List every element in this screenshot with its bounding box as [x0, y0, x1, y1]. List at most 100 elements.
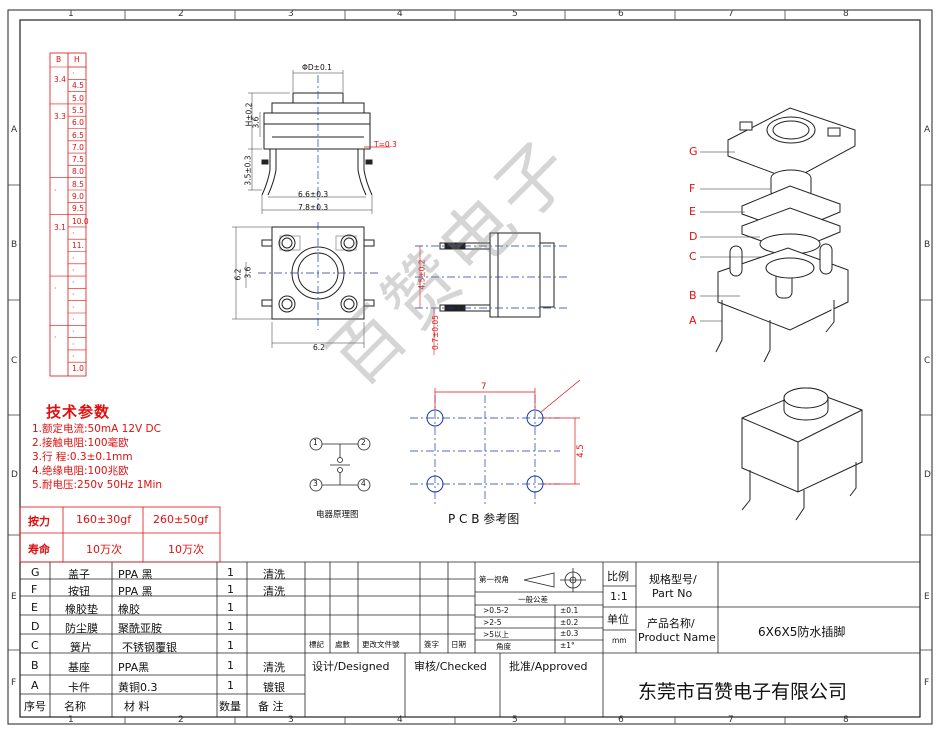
zone-top-2: 2 [178, 9, 184, 19]
size-table-h-cell: 7.5 [72, 155, 84, 165]
rev-col-count: 處數 [335, 640, 350, 649]
part-label-f: F [689, 182, 696, 195]
tech-param-5: 5.耐电压:250v 50Hz 1Min [32, 479, 163, 491]
part-no-label-cn: 规格型号/ [649, 573, 697, 586]
bom-name-b: 基座 [68, 661, 90, 674]
bom-id-c: C [31, 639, 39, 652]
bom-footer-note: 备 注 [258, 700, 284, 713]
pcb-dim-height: 4.5 [575, 444, 586, 458]
zone-left-d: D [11, 470, 18, 480]
zone-right-c: C [924, 356, 931, 366]
size-table-b-cell: · [54, 185, 57, 195]
bom-mat-b: PPA黑 [118, 661, 150, 674]
product-name-label-cn: 产品名称/ [647, 617, 695, 630]
zone-top-8: 8 [843, 9, 849, 19]
size-table-h-cell: · [72, 228, 75, 238]
zone-top-7: 7 [728, 9, 734, 19]
force-value-b: 260±50gf [153, 513, 209, 526]
bom-id-e: E [31, 601, 38, 614]
bom-id-b: B [31, 659, 39, 672]
part-no-label-en: Part No [652, 587, 693, 600]
zone-bottom-6: 6 [618, 715, 624, 725]
zone-right-d: D [924, 470, 931, 480]
size-table-h-cell: 5.0 [72, 93, 84, 103]
dim-phi-d: ΦD±0.1 [302, 63, 332, 72]
product-name: 6X6X5防水插脚 [758, 625, 846, 639]
checked-label: 审核/Checked [414, 660, 487, 673]
tol-range-1: >0.5-2 [483, 606, 509, 615]
bom-id-d: D [31, 620, 40, 633]
zone-top-5: 5 [512, 9, 518, 19]
bom-name-g: 盖子 [68, 568, 90, 581]
dim-w-inner: 6.6±0.3 [298, 190, 329, 199]
bom-mat-c: 不锈钢覆银 [122, 641, 177, 654]
dim-side-small: 3.6 [243, 266, 253, 279]
bom-id-g: G [31, 566, 40, 579]
company-name: 东莞市百赞电子有限公司 [638, 681, 848, 703]
tech-param-3: 3.行 程:0.3±0.1mm [32, 451, 133, 463]
life-value-a: 10万次 [86, 543, 122, 556]
size-table-b-cell: 3.4 [54, 75, 66, 84]
bom-footer-qty: 数量 [219, 700, 241, 713]
bom-mat-a: 黄铜0.3 [118, 681, 158, 694]
dim-w-outer: 7.8±0.3 [298, 203, 329, 212]
first-angle-label: 第一视角 [479, 575, 509, 584]
tech-params-title: 技术参数 [46, 403, 111, 421]
bom-note-a: 镀银 [263, 681, 285, 694]
tech-param-4: 4.绝缘电阻:100兆欧 [32, 465, 129, 477]
unit-label: 单位 [607, 613, 629, 626]
size-table-h-cell: · [72, 315, 75, 324]
zone-left-a: A [11, 125, 18, 135]
size-table-h-cell: 1.0 [72, 364, 84, 374]
zone-left-c: C [11, 356, 18, 366]
zone-bottom-5: 5 [512, 715, 518, 725]
bom-footer-id: 序号 [24, 700, 46, 713]
life-value-b: 10万次 [168, 543, 204, 556]
bom-qty-f: 1 [227, 583, 234, 596]
size-table-h-cell: 10.0 [72, 216, 89, 226]
rev-col-sign: 簽字 [424, 640, 439, 649]
size-table-h-cell: · [72, 253, 75, 263]
scale-value: 1:1 [610, 590, 628, 603]
bom-mat-f: PPA 黑 [118, 585, 153, 598]
bom-name-c: 簧片 [70, 641, 92, 654]
circuit-pin-3: 3 [313, 479, 318, 488]
zone-bottom-7: 7 [728, 715, 734, 725]
bom-name-f: 按钮 [68, 585, 90, 598]
size-table-h-cell: 5.5 [72, 105, 84, 115]
part-label-d: D [689, 230, 698, 243]
zone-right-a: A [924, 125, 931, 135]
size-table-h-cell: · [72, 351, 75, 361]
tol-value-1: ±0.1 [560, 606, 579, 615]
bom-mat-d: 聚酰亚胺 [118, 622, 162, 635]
size-table-h-cell: · [72, 302, 75, 312]
tolerance-title: 一般公差 [518, 595, 548, 604]
size-table-h-cell: 6.5 [72, 130, 84, 140]
tol-range-4: 角度 [496, 642, 511, 651]
bom-qty-d: 1 [227, 620, 234, 633]
size-table-h-cell: 7.0 [72, 142, 84, 152]
part-label-g: G [689, 145, 698, 158]
designed-label: 设计/Designed [312, 660, 390, 673]
bom-note-b: 清洗 [263, 661, 285, 674]
rev-col-doc: 更改文件號 [362, 640, 400, 649]
force-label: 按力 [28, 515, 50, 528]
pcb-dim-width: 7 [481, 382, 487, 392]
tol-value-2: ±0.2 [560, 618, 579, 627]
size-table-header-h: H [74, 55, 80, 64]
tech-param-2: 2.接触电阻:100毫欧 [32, 437, 129, 449]
pcb-label: P C B 参考图 [448, 512, 520, 526]
size-table-h-cell: · [72, 278, 75, 288]
dim-side-62: 6.2 [233, 268, 243, 281]
bom-name-a: 卡件 [68, 681, 90, 694]
approved-label: 批准/Approved [509, 660, 588, 673]
bom-note-g: 清洗 [263, 568, 285, 581]
tol-range-3: >5以上 [483, 630, 510, 639]
scale-label: 比例 [607, 570, 629, 583]
tech-param-1: 1.额定电流:50mA 12V DC [32, 423, 161, 435]
size-table-h-cell: 8.0 [72, 167, 84, 177]
zone-bottom-4: 4 [397, 715, 403, 725]
bom-footer-mat: 材 料 [124, 700, 150, 713]
size-table-h-cell: 9.5 [72, 204, 84, 214]
